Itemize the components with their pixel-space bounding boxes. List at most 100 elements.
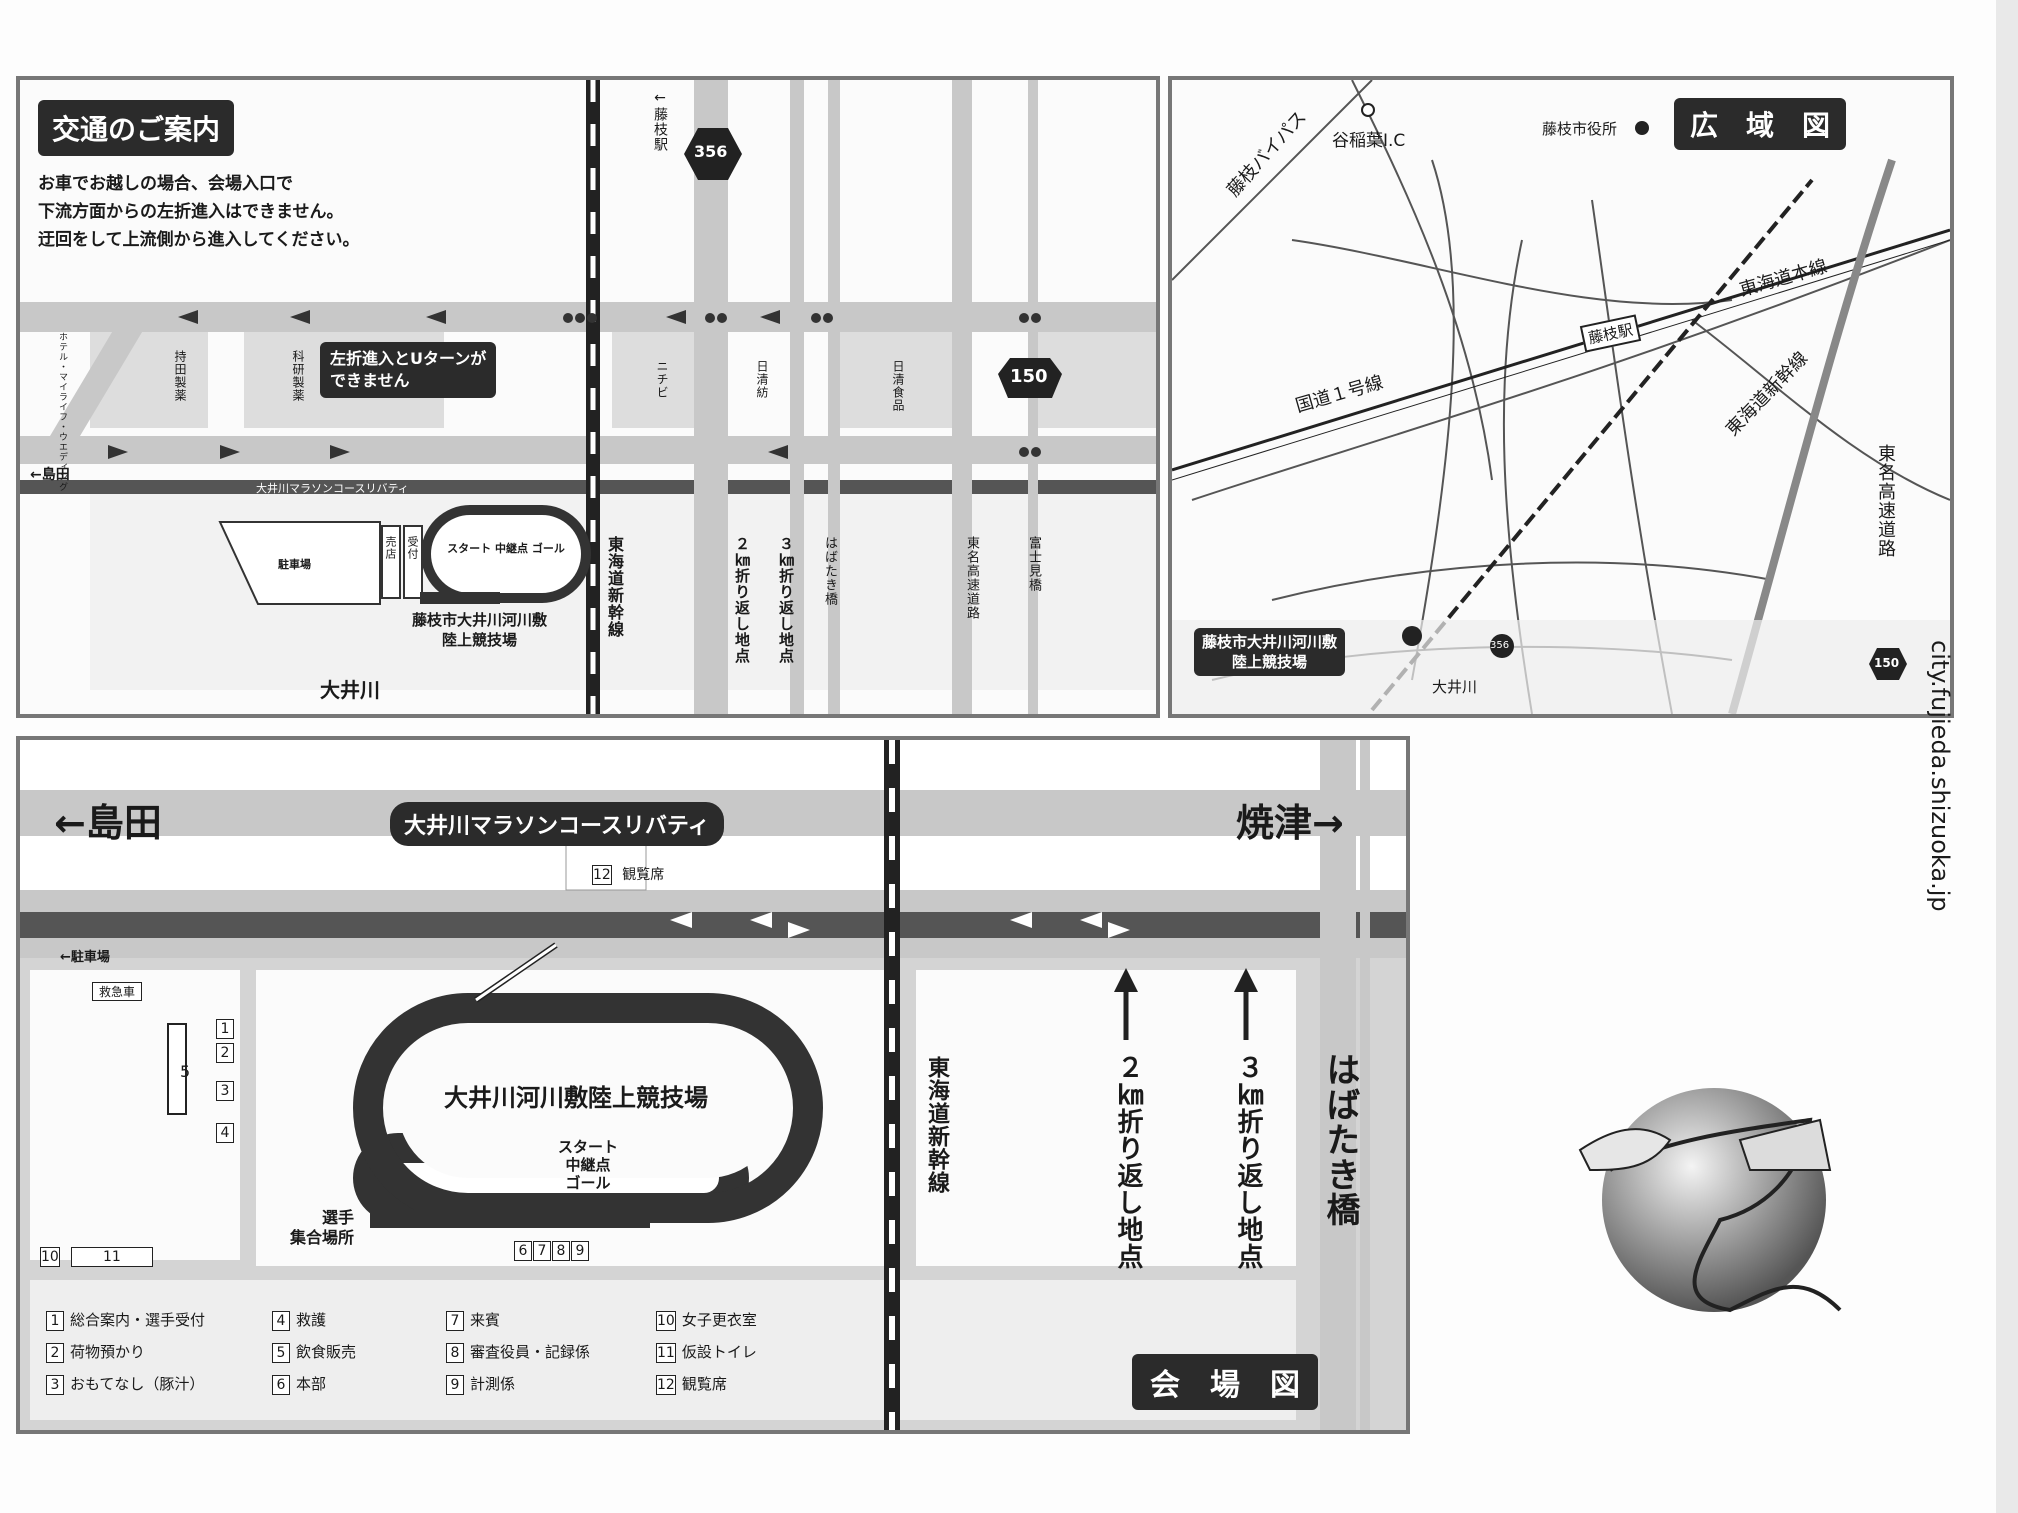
legend-text: 総合案内・選手受付	[70, 1311, 206, 1329]
venue-track-center-line-3: ゴール	[565, 1174, 611, 1192]
to-fujieda-station-label: ←藤枝駅	[652, 90, 668, 152]
legend-num: 10	[656, 1311, 676, 1331]
assembly-line-1: 選手	[322, 1208, 355, 1227]
assembly-label: 選手 集合場所	[290, 1208, 354, 1248]
globe-illustration	[1578, 1088, 1842, 1313]
to-shimada-label: ←島田	[30, 467, 70, 483]
wide-stadium-line-1: 藤枝市大井川河川敷	[1202, 633, 1338, 651]
parking-label: 駐車場	[278, 558, 311, 571]
legend-text: 審査役員・記録係	[470, 1343, 591, 1361]
road-c-label: 富士見橋	[1026, 536, 1041, 592]
booth-10-11: 10 11	[40, 1246, 159, 1267]
venue-course-label: 大井川マラソンコースリバティ	[390, 802, 724, 846]
legend-text: 仮設トイレ	[681, 1343, 757, 1361]
store-2-label: 持田製薬	[173, 350, 187, 402]
legend-item: 4 救護	[272, 1304, 356, 1336]
wide-route-356-label: 356	[1490, 640, 1510, 651]
venue-shimada-label: ←島田	[54, 801, 162, 845]
venue-track-center-label: スタート 中継点 ゴール	[558, 1138, 618, 1192]
venue-graphics	[20, 740, 1406, 1430]
access-turn2-label: ２㎞折り返し地点	[733, 536, 751, 664]
legend-num: 1	[46, 1311, 64, 1331]
store-6-label: 日清食品	[891, 360, 905, 412]
booth-9: 9	[571, 1241, 589, 1261]
reception-label: 受付	[406, 536, 419, 560]
legend-text: 飲食販売	[296, 1343, 357, 1361]
store-1-label: ホテル・マイライフ・ウエディング	[57, 332, 67, 492]
legend-item: 2 荷物預かり	[46, 1336, 205, 1368]
legend-num: 2	[46, 1343, 64, 1363]
access-turn3-label: ３㎞折り返し地点	[777, 536, 795, 664]
legend-text: 来賓	[470, 1311, 501, 1329]
legend-text: 女子更衣室	[681, 1311, 757, 1329]
legend-text: 計測係	[470, 1375, 516, 1393]
side-url: city.fujieda.shizuoka.jp	[1926, 640, 1954, 912]
access-notice-line-3: 迂回をして上流側から進入してください。	[38, 230, 360, 250]
legend-num: 11	[656, 1343, 676, 1363]
booth-1: 1	[216, 1019, 234, 1039]
stand-label: 観覧席	[622, 867, 665, 883]
access-stadium-line-1: 藤枝市大井川河川敷	[412, 611, 548, 629]
legend-text: 救護	[296, 1311, 327, 1329]
stand-number: 12	[592, 865, 612, 885]
legend-num: 6	[272, 1375, 290, 1395]
legend-num: 12	[656, 1375, 676, 1395]
venue-yaizu-label: 焼津→	[1236, 801, 1344, 845]
route-150-label: 150	[1010, 366, 1048, 387]
booth-2: 2	[216, 1043, 234, 1063]
ic-label: 谷稲葉I.C	[1332, 131, 1406, 151]
legend-item: 9 計測係	[446, 1368, 590, 1400]
booth-3: 3	[216, 1081, 234, 1101]
legend-item: 10 女子更衣室	[656, 1304, 757, 1336]
store-3-label: 科研製薬	[291, 350, 305, 402]
track-center-label: スタート 中継点 ゴール	[447, 542, 565, 555]
legend-text: 荷物預かり	[70, 1343, 146, 1361]
access-notice-line-2: 下流方面からの左折進入はできません。	[38, 202, 344, 222]
legend-item: 1 総合案内・選手受付	[46, 1304, 205, 1336]
assembly-line-2: 集合場所	[290, 1228, 355, 1247]
cityhall-label: 藤枝市役所	[1542, 120, 1618, 138]
booth-11: 11	[70, 1247, 153, 1267]
road-b-label: 東名高速道路	[964, 536, 979, 620]
right-edge-bar	[1996, 0, 2018, 1513]
route-356-label: 356	[694, 142, 728, 161]
booth-4: 4	[216, 1123, 234, 1143]
booth-10: 10	[40, 1247, 60, 1267]
no-turn-line-2: できません	[330, 371, 410, 390]
legend-num: 8	[446, 1343, 464, 1363]
venue-track-center-line-2: 中継点	[565, 1156, 611, 1174]
legend-num: 7	[446, 1311, 464, 1331]
legend-num: 9	[446, 1375, 464, 1395]
wide-river-label: 大井川	[1432, 678, 1478, 696]
access-notice: お車でお越しの場合、会場入口で 下流方面からの左折進入はできません。 迂回をして…	[38, 170, 359, 254]
stand-marker: 12 観覧席	[592, 864, 664, 885]
wide-stadium-line-2: 陸上競技場	[1232, 653, 1308, 671]
legend-item: 11 仮設トイレ	[656, 1336, 757, 1368]
wide-stadium-label: 藤枝市大井川河川敷 陸上競技場	[1194, 628, 1346, 676]
access-map-panel: 交通のご案内 お車でお越しの場合、会場入口で 下流方面からの左折進入はできません…	[16, 76, 1160, 718]
access-stadium-label: 藤枝市大井川河川敷 陸上競技場	[412, 610, 547, 650]
stall-label: 売店	[384, 536, 397, 560]
tomei-label: 東名高速道路	[1875, 444, 1896, 558]
venue-shinkansen-label: 東海道新幹線	[924, 1056, 949, 1194]
no-turn-line-1: 左折進入とUターンが	[330, 349, 487, 368]
access-shinkansen-label: 東海道新幹線	[605, 536, 624, 638]
wide-route-150-label: 150	[1874, 656, 1900, 670]
venue-track-center-line-1: スタート	[558, 1138, 619, 1156]
legend-text: 観覧席	[681, 1375, 727, 1393]
access-stadium-line-2: 陸上競技場	[442, 631, 518, 649]
access-notice-line-1: お車でお越しの場合、会場入口で	[38, 174, 293, 194]
legend-num: 4	[272, 1311, 290, 1331]
wide-area-title: 広 域 図	[1674, 98, 1847, 150]
venue-stadium-label: 大井川河川敷陸上競技場	[444, 1084, 708, 1112]
ambulance-label: 救急車	[92, 982, 143, 1001]
wide-area-graphics	[1172, 80, 1950, 714]
bridge-label: はばたき橋	[1320, 1052, 1360, 1227]
booth-6: 6	[514, 1241, 532, 1261]
venue-turn3-label: ３㎞折り返し地点	[1233, 1054, 1263, 1270]
access-river-label: 大井川	[320, 678, 380, 702]
